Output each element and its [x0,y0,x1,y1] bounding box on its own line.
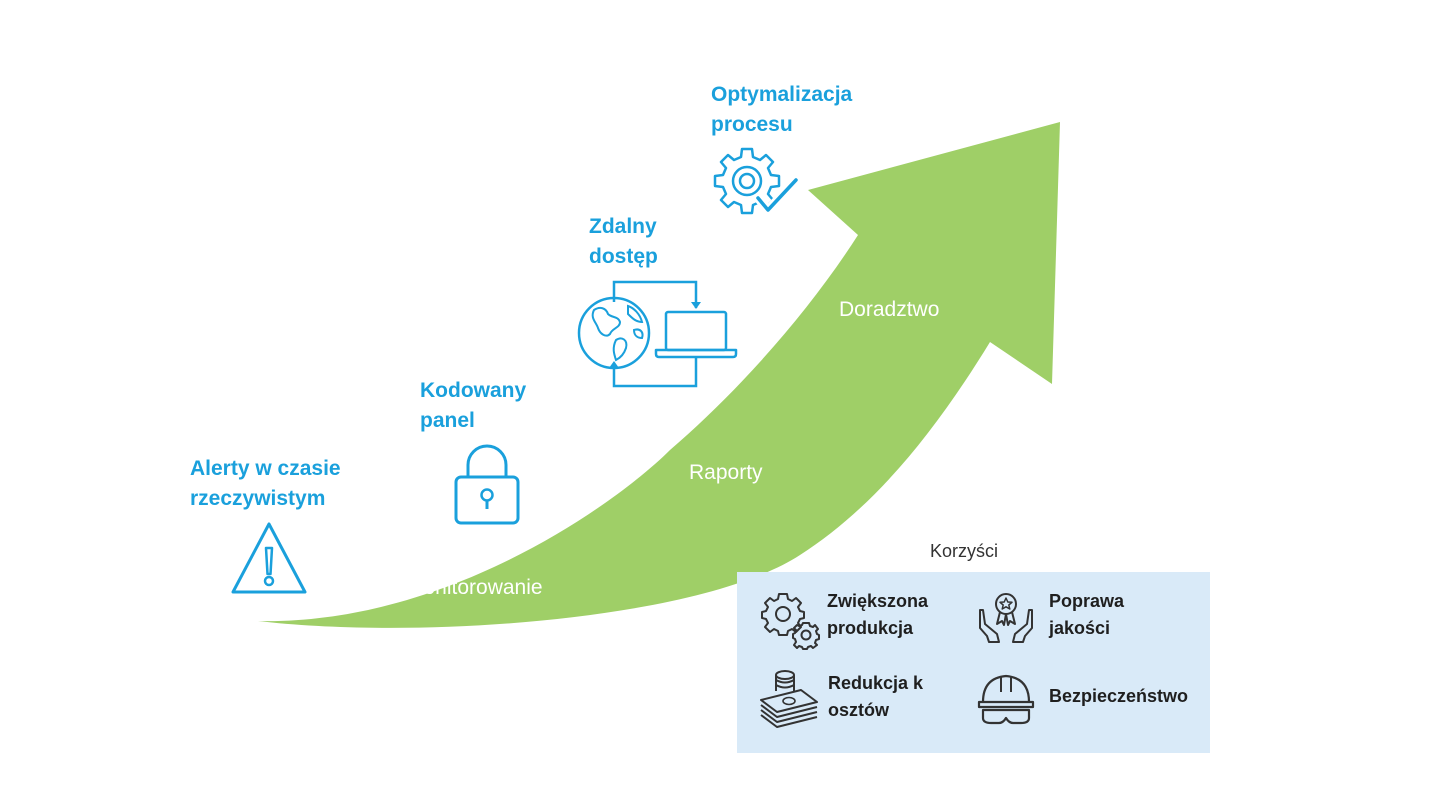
money-stack-icon [757,670,821,728]
benefit-increased-production-line1: Zwiększona [827,591,929,611]
benefit-quality-improvement-line2: jakości [1049,618,1111,638]
stage-label-coded-panel-line2: panel [420,409,475,432]
benefit-quality-improvement: Poprawa jakości [1049,588,1124,642]
benefits-panel: Zwiększona produkcja Poprawa jakości [737,572,1210,753]
arrow-label-reports: Raporty [689,461,763,484]
stage-label-alerts-line2: rzeczywistym [190,487,326,510]
stage-label-remote-access: Zdalny dostęp [589,212,658,272]
benefit-safety-line1: Bezpieczeństwo [1049,686,1189,706]
stage-label-alerts: Alerty w czasie rzeczywistym [190,454,341,514]
gears-icon [761,592,821,650]
lock-icon [454,443,520,525]
benefit-cost-reduction-line1: Redukcja k [828,673,924,693]
remote-access-icon [576,278,742,390]
stage-label-process-optimization-line1: Optymalizacja [711,83,853,106]
growth-arrow-shape [258,122,1060,628]
gear-check-icon [712,146,802,220]
stage-label-remote-access-line2: dostęp [589,245,658,268]
benefit-cost-reduction: Redukcja k osztów [828,670,923,724]
benefit-cost-reduction-line2: osztów [828,700,889,720]
quality-award-icon [977,590,1035,646]
stage-label-process-optimization-line2: procesu [711,113,793,136]
stage-label-process-optimization: Optymalizacja procesu [711,80,852,140]
stage-label-coded-panel-line1: Kodowany [420,379,527,402]
stage-label-remote-access-line1: Zdalny [589,215,657,238]
benefit-safety: Bezpieczeństwo [1049,683,1188,710]
safety-helmet-icon [977,670,1035,728]
benefits-title: Korzyści [930,541,999,561]
warning-icon [230,520,308,596]
arrow-label-consulting: Doradztwo [839,298,940,321]
benefit-quality-improvement-line1: Poprawa [1049,591,1125,611]
stage-label-coded-panel: Kodowany panel [420,376,526,436]
benefit-increased-production-line2: produkcja [827,618,914,638]
arrow-label-monitoring: Monitorowanie [406,576,543,599]
stage-label-alerts-line1: Alerty w czasie [190,457,341,480]
benefit-increased-production: Zwiększona produkcja [827,588,928,642]
